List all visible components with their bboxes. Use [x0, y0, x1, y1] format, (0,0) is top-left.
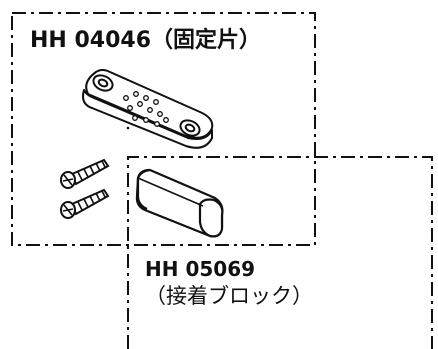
fixing-piece-dashed-box [11, 12, 316, 246]
screw-drawing [60, 158, 110, 189]
adhesive-block-code: HH 05069 [145, 257, 256, 281]
adhesive-block-dashed-box [127, 156, 433, 349]
fixing-piece-name: （固定片） [151, 28, 262, 53]
fixing-piece-drawing [82, 69, 214, 149]
adhesive-block-label: HH 05069 （接着ブロック） [145, 257, 313, 309]
screw-drawing [60, 188, 110, 219]
adhesive-block-name: （接着ブロック） [145, 284, 313, 308]
fixing-piece-code: HH 04046 [30, 28, 152, 53]
fixing-piece-label: HH 04046（固定片） [30, 28, 261, 53]
adhesive-block-drawing [135, 168, 224, 238]
